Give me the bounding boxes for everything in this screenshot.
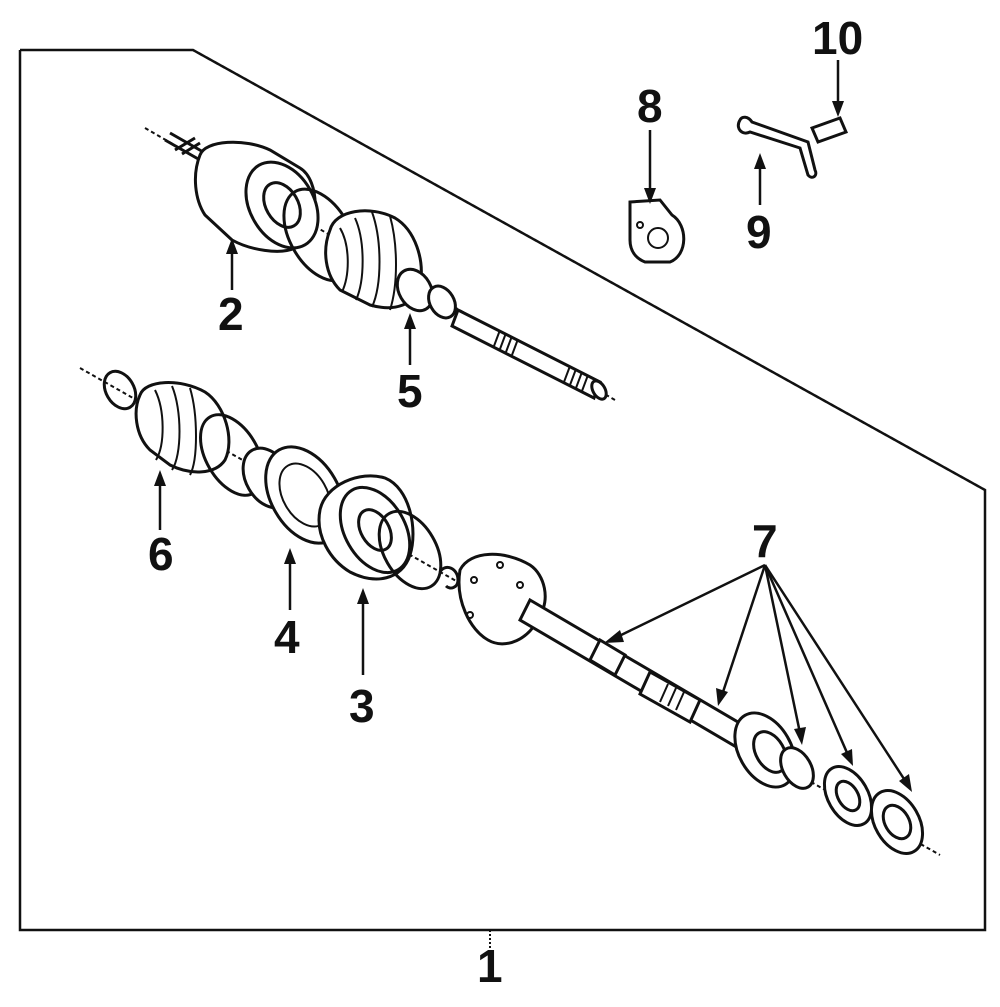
bracket-part-9: [736, 115, 818, 179]
callout-5: 5: [397, 365, 423, 417]
clip-part-10: [809, 116, 849, 144]
assembly-outline: [18, 48, 987, 932]
callout-2: 2: [218, 288, 244, 340]
leader-lines: [154, 60, 912, 792]
bracket-part-8: [628, 198, 686, 264]
callout-10: 10: [812, 12, 863, 64]
callout-7: 7: [752, 515, 778, 567]
callout-8: 8: [637, 80, 663, 132]
outer-cv-joint-assembly: [144, 127, 616, 401]
inner-joint-assembly: [79, 367, 941, 856]
callout-3: 3: [349, 680, 375, 732]
callout-9: 9: [746, 206, 772, 258]
callout-1: 1: [477, 940, 503, 992]
callout-4: 4: [274, 611, 300, 663]
callout-6: 6: [148, 528, 174, 580]
